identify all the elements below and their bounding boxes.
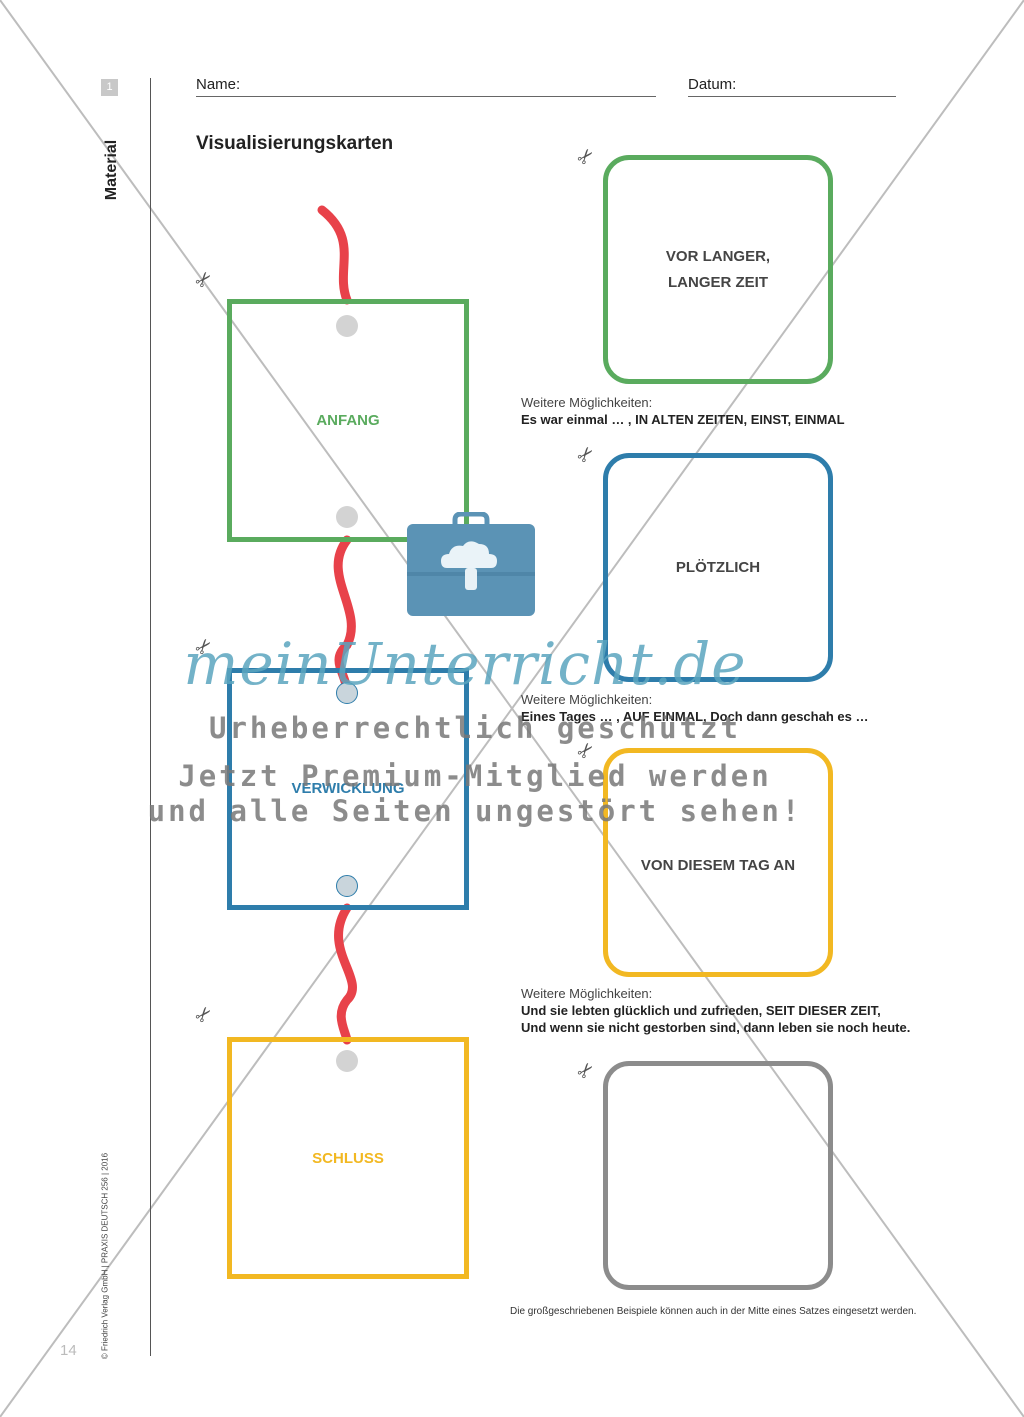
sidebar-divider [150,78,151,1356]
page-title: Visualisierungskarten [196,133,394,154]
card-ploetzlich: PLÖTZLICH [603,453,833,682]
note-block-3: Weitere Möglichkeiten: Und sie lebten gl… [521,985,910,1036]
watermark-line: Urheberrechtlich geschützt [209,711,741,745]
card-vor-langer-zeit: VOR LANGER, LANGER ZEIT [603,155,833,384]
date-field-line[interactable] [688,96,896,97]
card-label: ANFANG [316,412,380,429]
date-label: Datum: [688,76,737,93]
page-badge: 1 [101,79,118,96]
note-line: Eines Tages … , AUF EINMAL, Doch dann ge… [521,709,869,724]
punch-hole [336,1050,358,1072]
punch-hole [336,682,358,704]
watermark-brand: meinUnterricht.de [183,630,747,698]
card-text-line: LANGER ZEIT [668,273,768,291]
note-line: Und wenn sie nicht gestorben sind, dann … [521,1020,911,1035]
card-blank [603,1061,833,1290]
punch-hole [336,506,358,528]
footer-note: Die großgeschriebenen Beispiele können a… [510,1306,917,1317]
card-schluss: SCHLUSS [227,1037,469,1279]
card-text-line: VOR LANGER, [665,247,771,265]
cloud-briefcase-icon [407,512,535,616]
name-field-line[interactable] [196,96,656,97]
card-verwicklung: VERWICKLUNG [227,668,469,910]
punch-hole [336,315,358,337]
page-number: 14 [60,1342,77,1359]
card-label: VERWICKLUNG [291,779,405,797]
watermark-line: Jetzt Premium-Mitglied werden [178,759,772,793]
note-line: Und sie lebten glücklich und zufrieden, … [521,1003,881,1018]
note-line: Es war einmal … , IN ALTEN ZEITEN, EINST… [521,412,845,427]
note-block-1: Weitere Möglichkeiten: Es war einmal … ,… [521,394,845,428]
card-von-diesem-tag-an: VON DIESEM TAG AN [603,748,833,977]
card-text-line: VON DIESEM TAG AN [640,856,796,874]
name-label: Name: [196,76,241,93]
note-heading: Weitere Möglichkeiten: [521,986,653,1001]
watermark-line: und alle Seiten ungestört sehen! [147,794,803,828]
card-anfang: ANFANG [227,299,469,542]
note-block-2: Weitere Möglichkeiten: Eines Tages … , A… [521,691,868,725]
note-heading: Weitere Möglichkeiten: [521,692,653,707]
note-heading: Weitere Möglichkeiten: [521,395,653,410]
punch-hole [336,875,358,897]
card-text-line: PLÖTZLICH [675,558,761,576]
card-label: SCHLUSS [312,1149,384,1167]
